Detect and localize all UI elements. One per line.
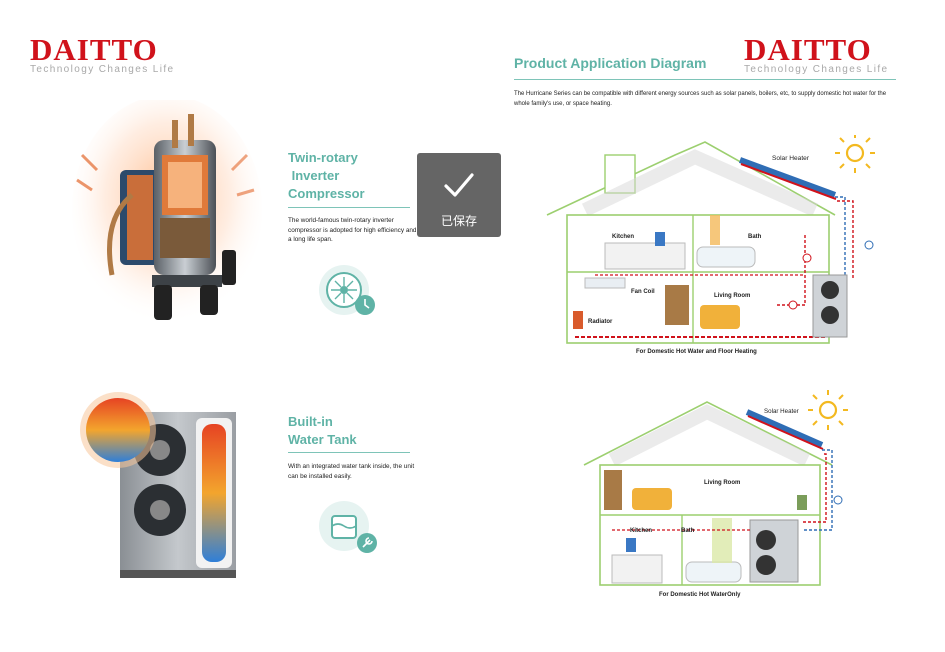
compressor-illustration: [72, 100, 262, 325]
heat-pump-tank-illustration: [80, 392, 236, 578]
tank-title-line: Water Tank: [288, 432, 357, 447]
room-label: Solar Heater: [764, 408, 799, 415]
compressor-title-line: Compressor: [288, 186, 365, 201]
brand-name: DAITTO: [744, 32, 872, 67]
toast-label: 已保存: [440, 214, 477, 228]
saved-toast: 已保存: [417, 153, 501, 237]
brand-tagline: Technology Changes Life: [744, 64, 889, 75]
room-label: Fan Coil: [631, 289, 655, 295]
brand-logo-right: DAITTO Technology Changes Life: [744, 34, 889, 75]
tank-title: Built-in Water Tank: [288, 413, 408, 449]
compressor-description: The world-famous twin-rotary inverter co…: [288, 217, 417, 243]
compressor-title-line: Twin-rotary: [288, 150, 358, 165]
room-label: Bath: [681, 528, 695, 534]
room-label: Kitchen: [630, 528, 653, 534]
diagram-caption: For Domestic Hot Water and Floor Heating: [636, 349, 757, 355]
house-diagram-heating: [546, 135, 875, 344]
house-diagram-hot-water: [583, 390, 848, 586]
tank-description: With an integrated water tank inside, th…: [288, 463, 415, 480]
brand-logo-left: DAITTO Technology Changes Life: [30, 34, 175, 75]
tank-title-line: Built-in: [288, 414, 333, 429]
tank-divider: [288, 452, 410, 453]
diagram-title: Product Application Diagram: [514, 55, 707, 71]
room-label: Bath: [748, 234, 762, 240]
brand-tagline: Technology Changes Life: [30, 64, 175, 75]
water-tank-wrench-icon: [319, 501, 377, 553]
diagram-caption: For Domestic Hot WaterOnly: [659, 592, 741, 598]
checkmark-icon: [444, 173, 474, 197]
room-label: Radiator: [588, 319, 613, 325]
room-label: Living Room: [714, 293, 751, 299]
room-label: Living Room: [704, 480, 741, 486]
room-label: Solar Heater: [772, 155, 810, 162]
compressor-divider: [288, 207, 410, 208]
compressor-title: Twin-rotary Inverter Compressor: [288, 149, 408, 203]
fan-clock-icon: [319, 265, 375, 315]
brand-name: DAITTO: [30, 32, 158, 67]
diagram-description: The Hurricane Series can be compatible w…: [514, 91, 887, 107]
room-label: Kitchen: [612, 234, 635, 240]
compressor-title-line: Inverter: [288, 168, 340, 183]
diagram-title-divider: [514, 79, 896, 80]
